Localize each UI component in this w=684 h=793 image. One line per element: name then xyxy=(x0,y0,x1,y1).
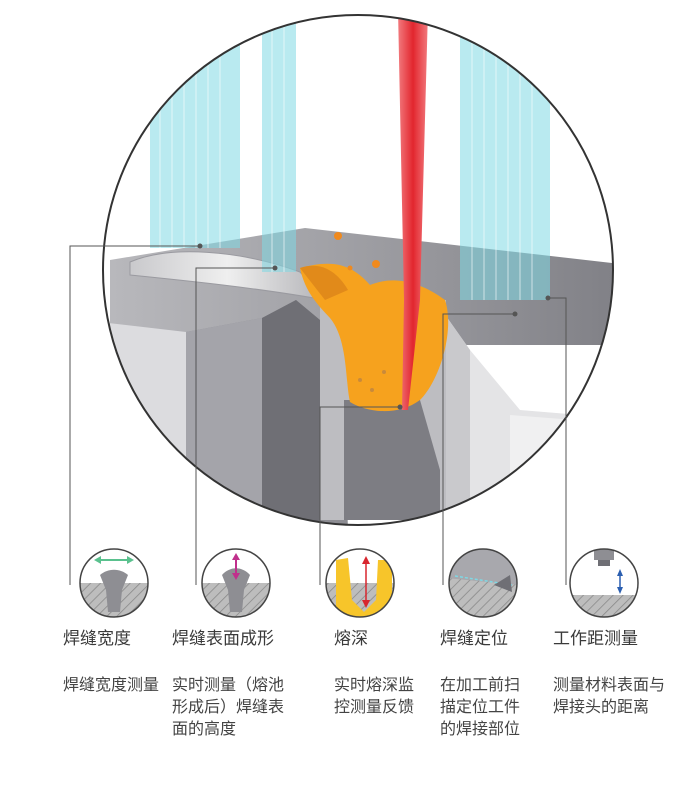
feature-title: 熔深 xyxy=(334,629,368,649)
feature-weld-width: 焊缝宽度 焊缝宽度测量 xyxy=(63,628,181,696)
feature-surface-shape: 焊缝表面成形 实时测量（熔池形成后）焊缝表面的高度 xyxy=(172,628,290,740)
feature-desc: 实时熔深监控测量反馈 xyxy=(334,675,415,716)
feature-penetration: 熔深 实时熔深监控测量反馈 xyxy=(334,628,424,718)
feature-desc: 焊缝宽度测量 xyxy=(63,675,160,694)
leader-lines xyxy=(69,245,567,585)
seam-tracking-icon xyxy=(448,548,518,618)
feature-desc: 在加工前扫描定位工件的焊接部位 xyxy=(440,675,521,738)
feature-seam-location: 焊缝定位 在加工前扫描定位工件的焊接部位 xyxy=(440,628,530,740)
width-measure-icon xyxy=(79,548,149,618)
work-distance-icon xyxy=(569,548,639,618)
penetration-depth-icon xyxy=(325,548,395,618)
feature-desc: 测量材料表面与焊接头的距离 xyxy=(553,675,666,716)
feature-work-distance: 工作距测量 测量材料表面与焊接头的距离 xyxy=(553,628,671,718)
feature-title: 工作距测量 xyxy=(553,629,638,649)
feature-title: 焊缝定位 xyxy=(440,629,508,649)
feature-title: 焊缝宽度 xyxy=(63,629,131,649)
feature-title: 焊缝表面成形 xyxy=(172,629,274,649)
surface-height-icon xyxy=(201,548,271,618)
weld-cross-section xyxy=(103,15,613,525)
feature-desc: 实时测量（熔池形成后）焊缝表面的高度 xyxy=(172,675,285,738)
weld-monitoring-diagram xyxy=(69,14,639,618)
